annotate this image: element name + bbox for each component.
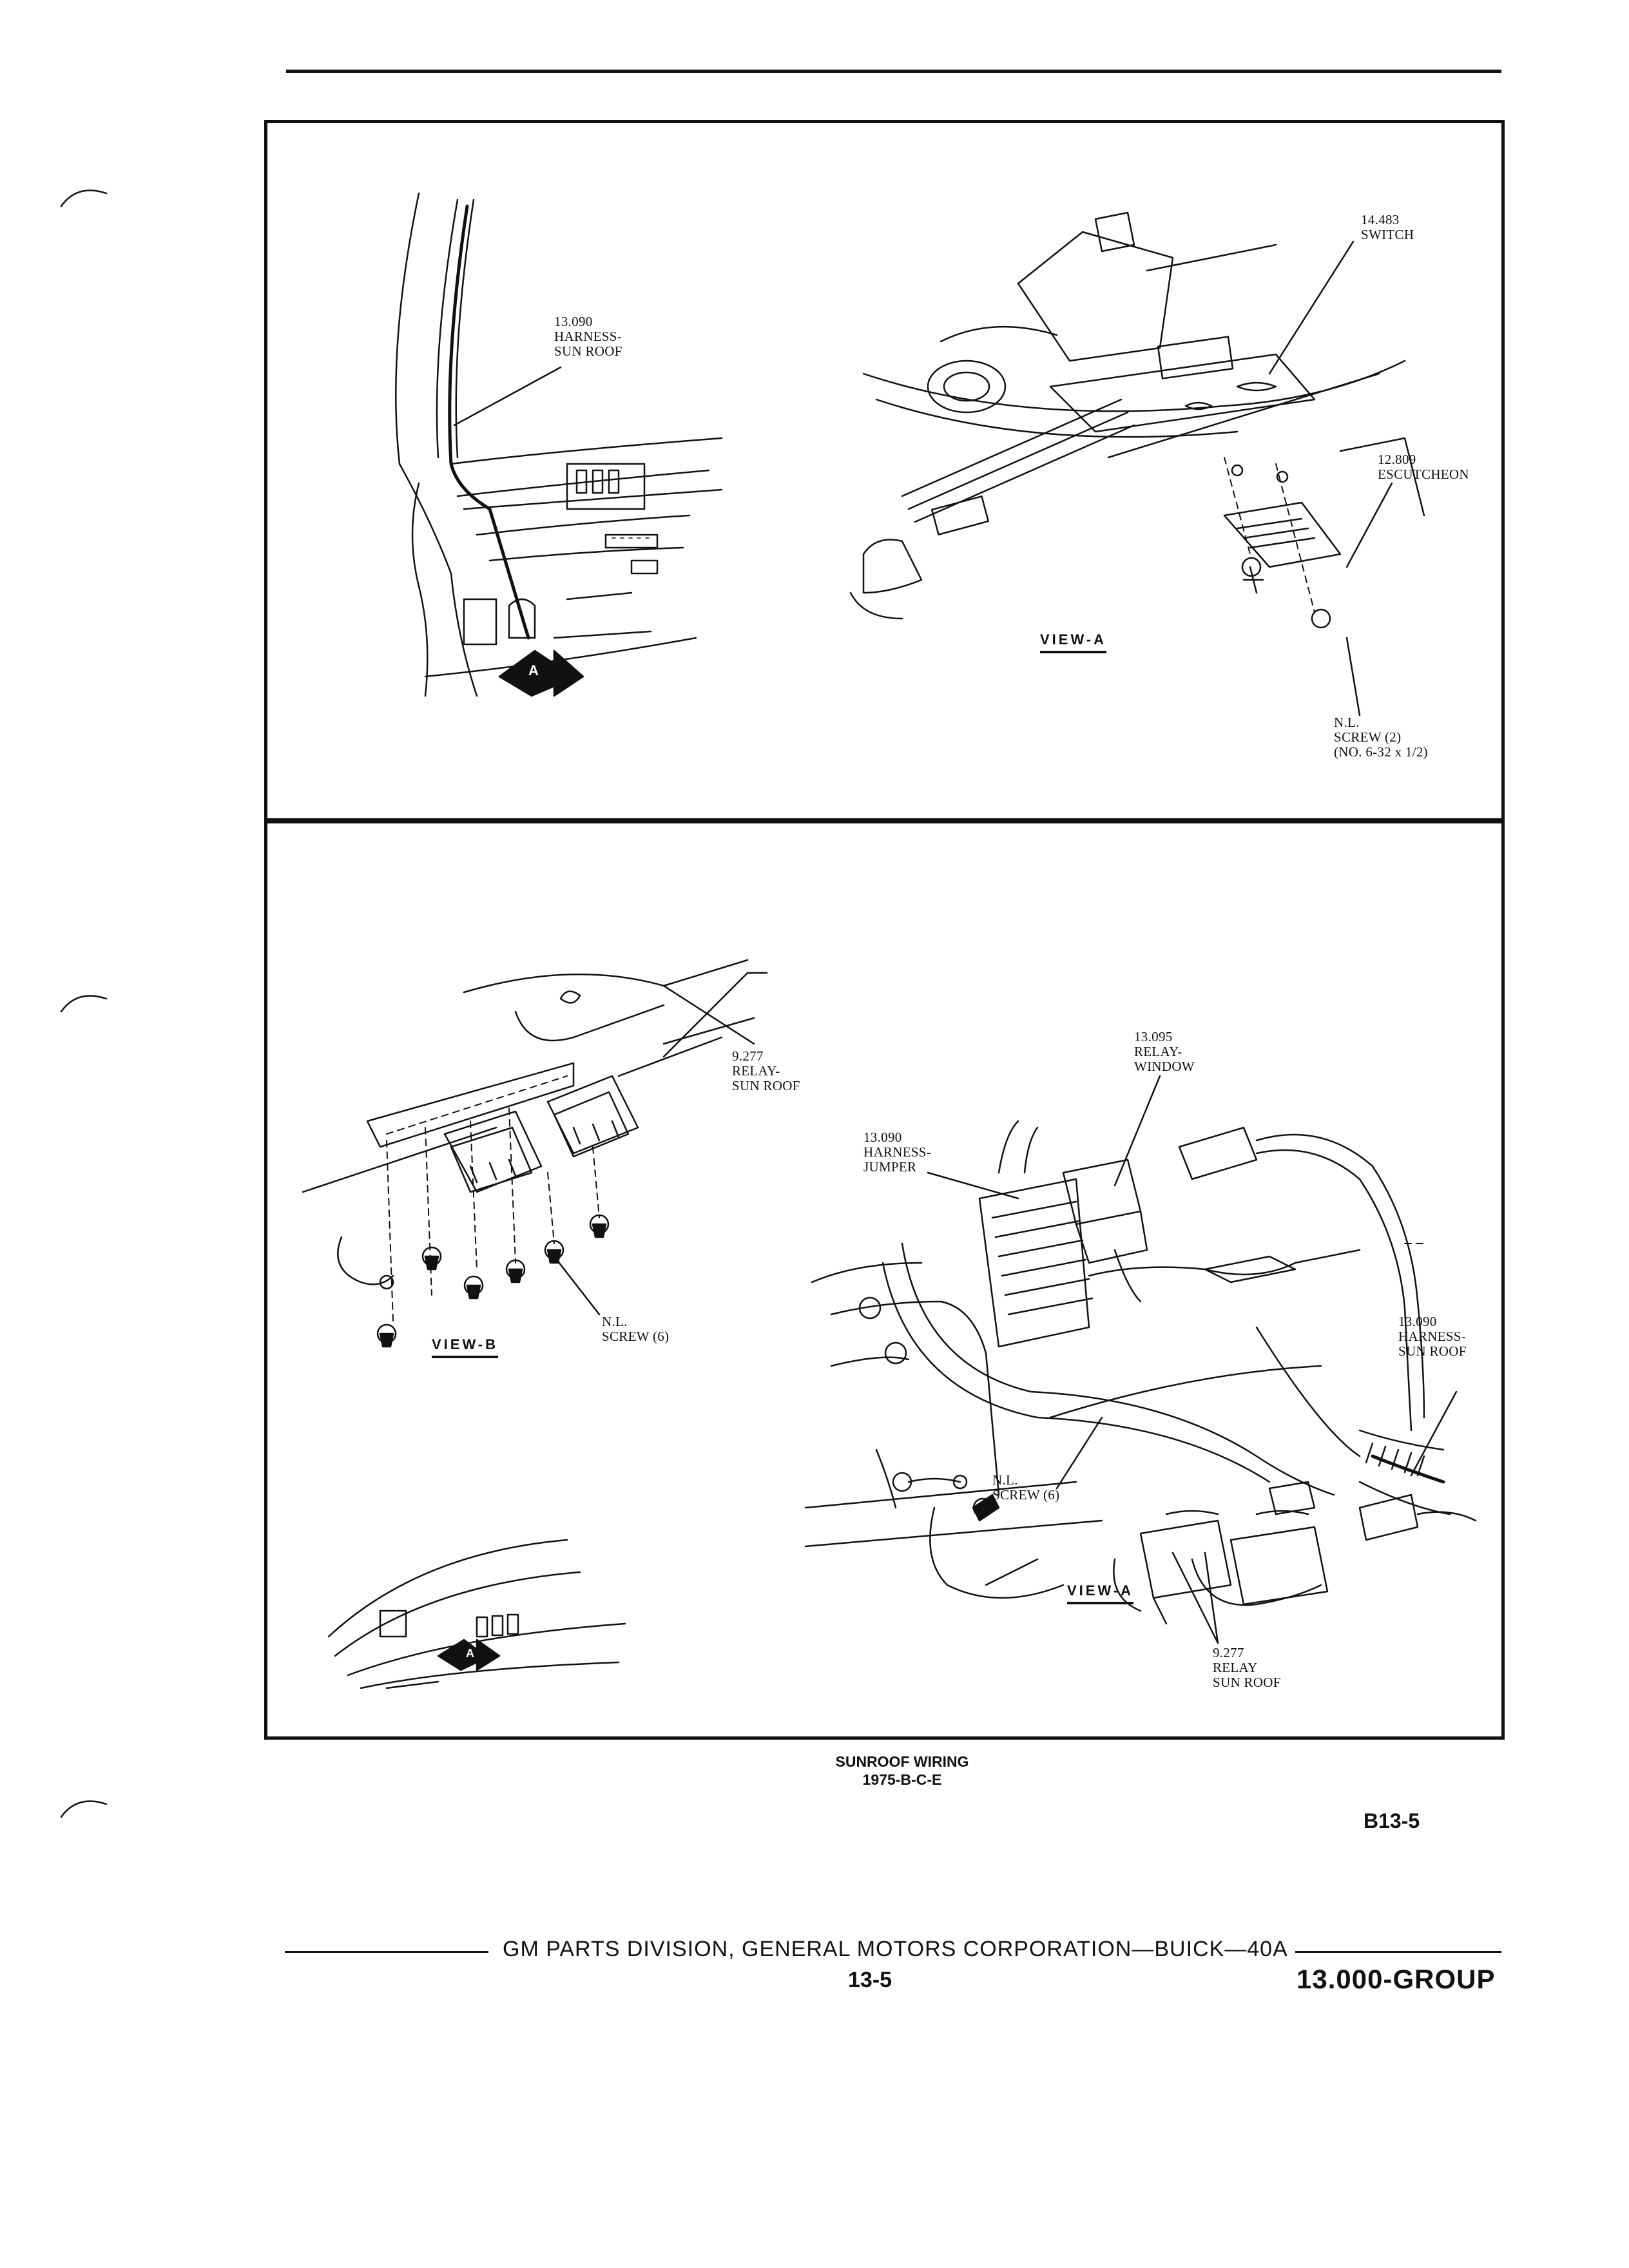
screw-callout-leader <box>1345 637 1361 716</box>
view-a-bottom-label: VIEW-A <box>1067 1582 1133 1604</box>
view-a-relay-leader <box>1171 1552 1219 1644</box>
switch-callout: 14.483 SWITCH <box>1361 212 1414 242</box>
switch-callout-leader <box>1268 240 1354 375</box>
footer-group: 13.000-GROUP <box>1296 1964 1496 1994</box>
relay-window-callout: 13.095 RELAY- WINDOW <box>1134 1029 1195 1074</box>
view-a-relay-callout: 9.277 RELAY SUN ROOF <box>1213 1645 1281 1690</box>
binder-mark-1 <box>60 189 108 207</box>
footer-rule-right <box>1295 1951 1501 1953</box>
view-b-screw-leader <box>553 1255 601 1316</box>
view-b-screw-callout: N.L. SCREW (6) <box>602 1314 670 1344</box>
top-arrow-letter: A <box>528 662 539 678</box>
bottom-panel-frame <box>264 818 1505 1740</box>
page-code: B13-5 <box>1364 1809 1420 1832</box>
top-left-callout-leader <box>453 366 562 427</box>
top-panel-frame <box>264 120 1505 823</box>
view-b-relay-illustration <box>302 959 768 1348</box>
footer-publisher: GM PARTS DIVISION, GENERAL MOTORS CORPOR… <box>503 1937 1288 1961</box>
top-left-harness-callout: 13.090 HARNESS- SUN ROOF <box>554 314 622 359</box>
view-a-screw-callout: N.L. SCREW (6) <box>992 1472 1060 1503</box>
figure-caption: SUNROOF WIRING 1975-B-C-E <box>773 1753 1031 1789</box>
escutcheon-callout-leader <box>1345 482 1393 568</box>
view-a-screw-leader <box>1055 1416 1103 1490</box>
footer-page-number: 13-5 <box>848 1968 892 1992</box>
harness-jumper-callout: 13.090 HARNESS- JUMPER <box>863 1129 932 1175</box>
view-b-relay-leader <box>617 1036 723 1077</box>
top-screw-callout: N.L. SCREW (2) (NO. 6-32 x 1/2) <box>1334 715 1428 760</box>
harness-sunroof-callout: 13.090 HARNESS- SUN ROOF <box>1398 1314 1467 1359</box>
top-left-pillar-illustration <box>395 192 723 697</box>
view-b-label: VIEW-B <box>432 1336 498 1358</box>
binder-mark-2 <box>60 995 108 1013</box>
binder-mark-3 <box>60 1800 108 1818</box>
top-view-a-label: VIEW-A <box>1040 631 1106 653</box>
header-rule <box>286 70 1501 73</box>
footer-rule-left <box>285 1951 488 1953</box>
view-a-wiring-illustration <box>804 1120 1477 1625</box>
caption-subtitle: 1975-B-C-E <box>862 1771 942 1788</box>
bottom-arrow-letter: A <box>466 1647 474 1660</box>
harness-sunroof-leader <box>1410 1390 1458 1477</box>
top-right-switch-illustration <box>849 211 1425 629</box>
dash-locator-illustration <box>327 1539 626 1689</box>
escutcheon-callout: 12.809 ESCUTCHEON <box>1378 452 1469 482</box>
view-b-relay-callout: 9.277 RELAY- SUN ROOF <box>732 1048 800 1093</box>
harness-jumper-leader <box>927 1171 1019 1200</box>
caption-title: SUNROOF WIRING <box>835 1753 969 1770</box>
relay-window-leader <box>1113 1075 1161 1187</box>
